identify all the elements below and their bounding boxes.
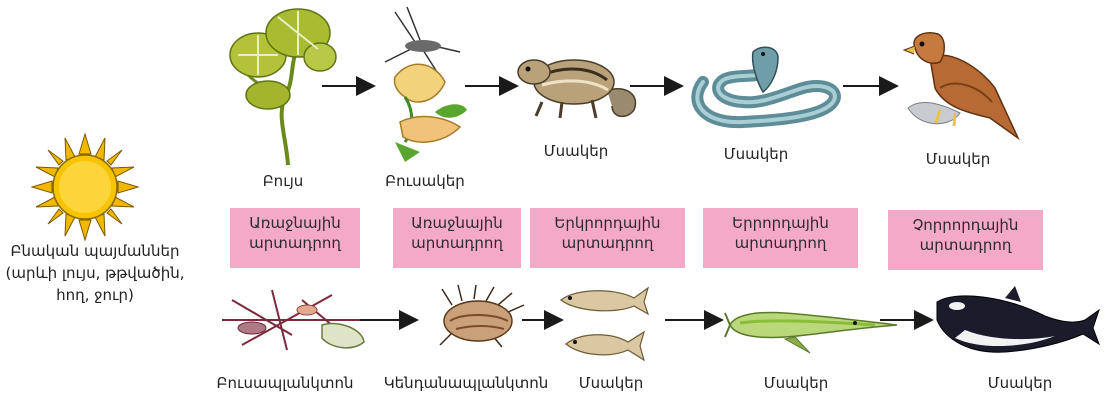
- arrows-layer: [0, 0, 1107, 398]
